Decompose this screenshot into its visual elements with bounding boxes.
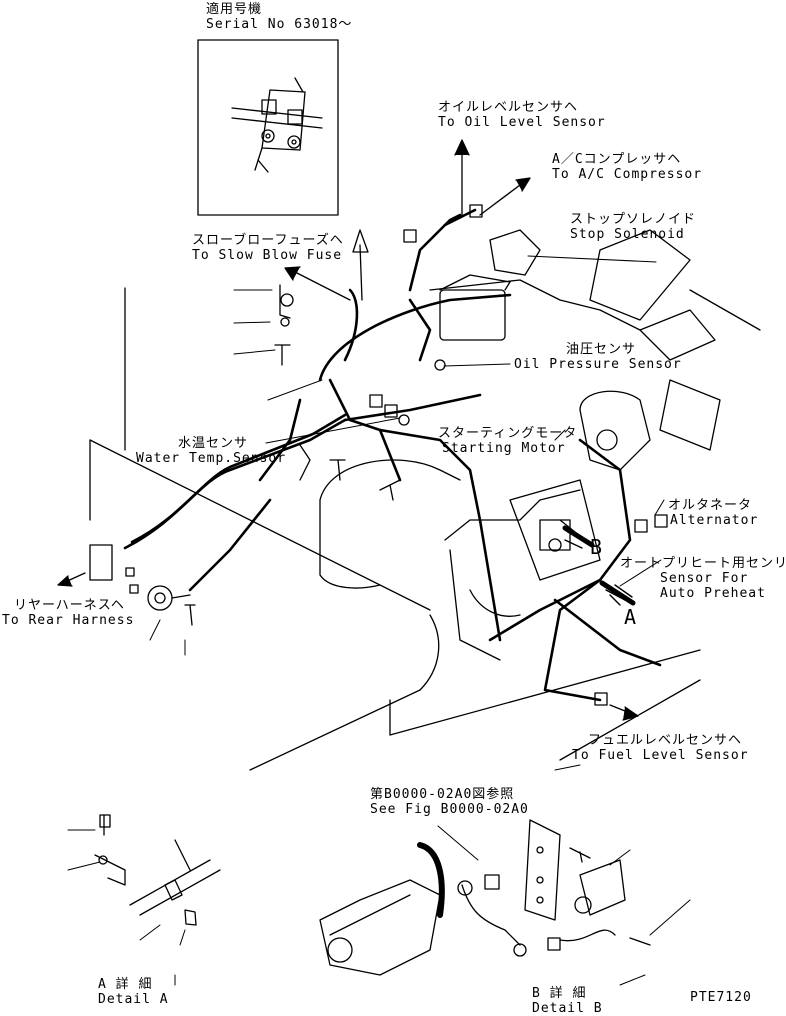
oil-level-label-en: To Oil Level Sensor bbox=[438, 115, 606, 130]
detail-b-label-jp: B 詳 細 bbox=[532, 986, 587, 1001]
slow-blow-fuse-label-jp: スローブローフューズヘ bbox=[192, 233, 344, 248]
oil-pressure-label-en: Oil Pressure Sensor bbox=[514, 357, 682, 372]
main-harness bbox=[123, 208, 662, 702]
slow-blow-fuse-label-en: To Slow Blow Fuse bbox=[192, 248, 343, 263]
detail-a-label-en: Detail A bbox=[98, 992, 169, 1007]
leader-lines bbox=[67, 255, 691, 986]
detail-b-label: B 詳 細 Detail B bbox=[532, 986, 603, 1016]
ac-compressor-label: A／Cコンプレッサヘ To A/C Compressor bbox=[552, 152, 702, 182]
serial-label: 適用号機 Serial No 63018～ bbox=[206, 2, 352, 32]
serial-inset bbox=[197, 39, 339, 216]
slow-blow-fuse-label: スローブローフューズヘ To Slow Blow Fuse bbox=[192, 233, 344, 263]
stop-solenoid-label-jp: ストップソレノイド bbox=[570, 212, 697, 227]
rear-harness-label-jp: リヤーハーネスヘ bbox=[14, 598, 125, 613]
fuel-level-label-jp: フュエルレベルセンサヘ bbox=[588, 733, 743, 748]
stop-solenoid-label: ストップソレノイド Stop Solenoid bbox=[570, 212, 696, 242]
detail-b bbox=[319, 819, 651, 976]
starting-motor-label-jp: スターティングモータ bbox=[438, 426, 578, 441]
oil-level-label: オイルレベルセンサヘ To Oil Level Sensor bbox=[438, 100, 606, 130]
rear-harness-label-en: To Rear Harness bbox=[2, 613, 135, 628]
detail-a-label: A 詳 細 Detail A bbox=[98, 977, 169, 1007]
stop-solenoid-label-en: Stop Solenoid bbox=[570, 227, 685, 242]
preheat-sensor-label-jp: オートプリヒート用センリ bbox=[620, 556, 786, 571]
detail-a bbox=[94, 814, 221, 926]
view-mark-b: B bbox=[590, 535, 604, 559]
oil-pressure-label-jp: 油圧センサ bbox=[566, 342, 637, 357]
detail-a-label-jp: A 詳 細 bbox=[98, 977, 153, 992]
see-fig-label: 第B0000-02A0図参照 See Fig B0000-02A0 bbox=[370, 787, 529, 817]
starting-motor-label-en: Starting Motor bbox=[442, 441, 566, 456]
view-mark-a: A bbox=[624, 605, 638, 629]
view-arrows bbox=[562, 525, 636, 606]
fuel-level-label: フュエルレベルセンサヘ To Fuel Level Sensor bbox=[572, 733, 749, 763]
frame-outline bbox=[89, 287, 761, 771]
preheat-sensor-label: オートプリヒート用センリ Sensor For Auto Preheat bbox=[620, 556, 786, 601]
preheat-sensor-label-en2: Auto Preheat bbox=[660, 586, 766, 601]
ac-compressor-label-jp: A／Cコンプレッサヘ bbox=[552, 152, 682, 167]
oil-level-label-jp: オイルレベルセンサヘ bbox=[438, 100, 579, 115]
serial-label-jp: 適用号機 bbox=[206, 2, 263, 17]
ac-compressor-label-en: To A/C Compressor bbox=[552, 167, 703, 182]
alternator-label: オルタネータ Alternator bbox=[668, 498, 758, 528]
components bbox=[89, 204, 668, 706]
see-fig-label-en: See Fig B0000-02A0 bbox=[370, 802, 529, 817]
rear-harness-label: リヤーハーネスヘ To Rear Harness bbox=[2, 598, 134, 628]
see-fig-label-jp: 第B0000-02A0図参照 bbox=[370, 787, 515, 802]
fuel-level-label-en: To Fuel Level Sensor bbox=[572, 748, 749, 763]
preheat-sensor-label-en1: Sensor For bbox=[660, 571, 749, 586]
alternator-label-jp: オルタネータ bbox=[668, 498, 753, 513]
detail-b-label-en: Detail B bbox=[532, 1001, 603, 1016]
alternator-label-en: Alternator bbox=[670, 513, 759, 528]
direction-arrows bbox=[57, 139, 639, 721]
water-temp-label-jp: 水温センサ bbox=[178, 436, 249, 451]
drawing-number: PTE7120 bbox=[690, 990, 752, 1005]
engine-block bbox=[319, 229, 721, 661]
serial-label-en: Serial No 63018～ bbox=[206, 17, 353, 32]
water-temp-label-en: Water Temp.Sensor bbox=[136, 451, 287, 466]
starting-motor-label: スターティングモータ Starting Motor bbox=[438, 426, 577, 456]
